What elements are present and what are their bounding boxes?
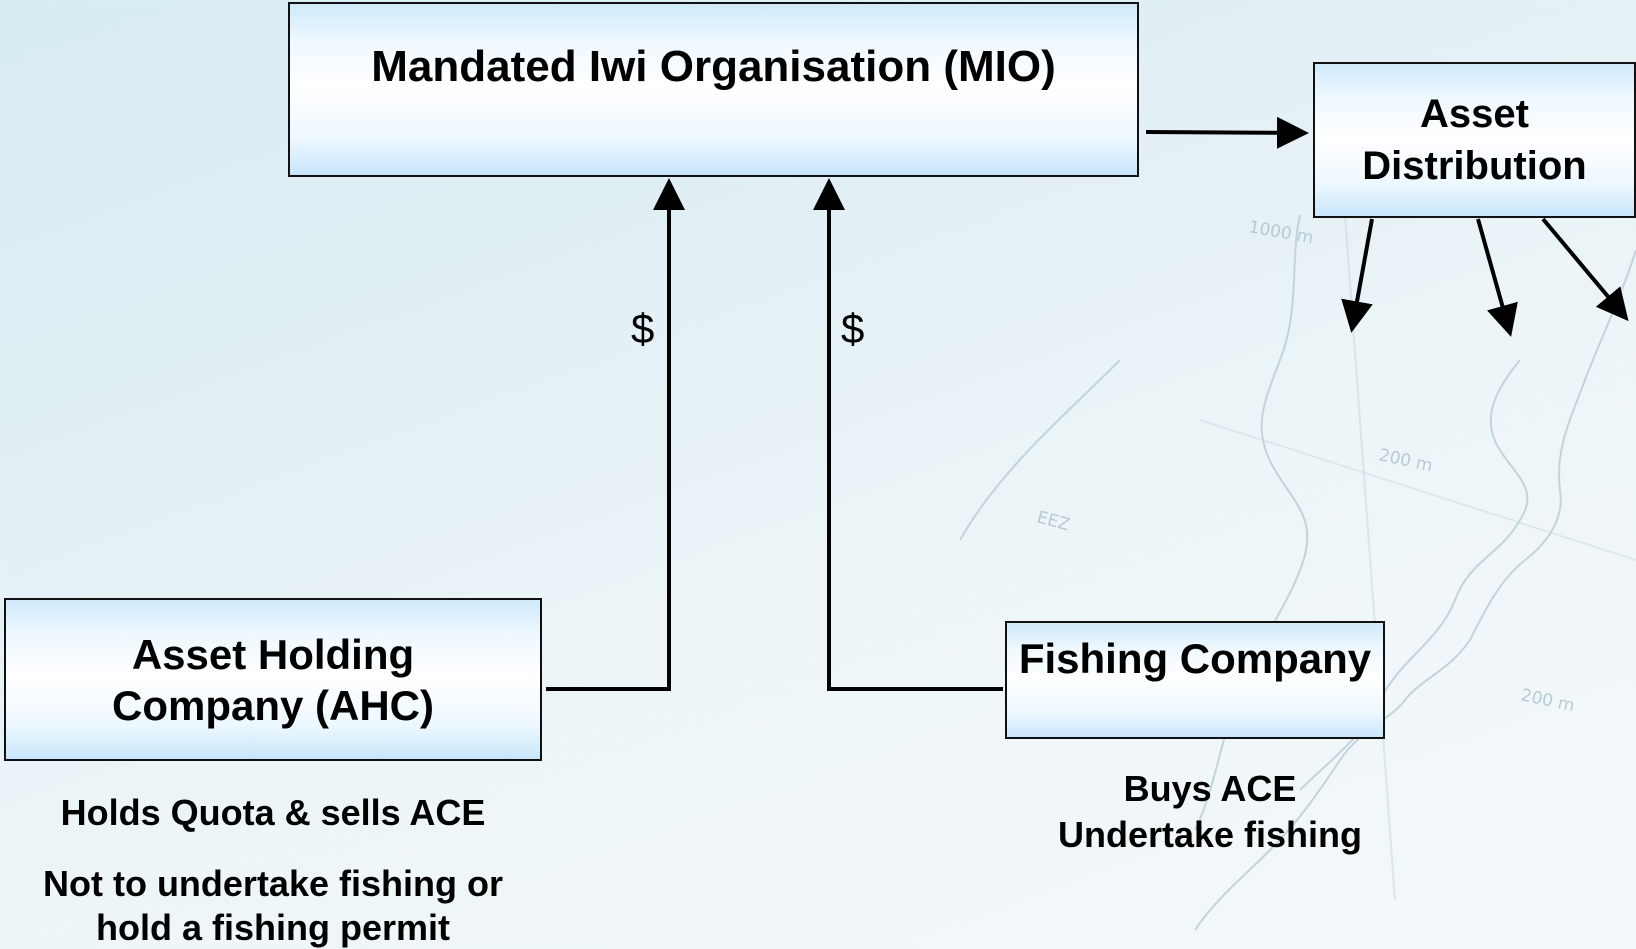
ahc-line2: Company (AHC): [112, 681, 434, 729]
fishing-company-label: Fishing Company: [1018, 635, 1372, 682]
ahc-note-quota: Holds Quota & sells ACE: [60, 792, 486, 833]
mio-to-distribution-arrow: [1145, 116, 1309, 149]
distribution-arrow-3: [1541, 217, 1629, 322]
ahc-to-mio-arrow: [546, 178, 685, 691]
ahc-note-restriction-line2: hold a fishing permit: [95, 907, 450, 948]
fishing-company-note-line1: Buys ACE: [1123, 768, 1297, 809]
fishing-to-mio-arrow: [813, 178, 1003, 691]
ahc-note-restriction-line1: Not to undertake fishing or: [42, 863, 503, 904]
ahc-flow-dollar-label: $: [631, 305, 655, 352]
asset-distribution-box: Asset Distribution: [1313, 62, 1636, 218]
fishing-flow-dollar-label: $: [841, 305, 865, 352]
fishing-company-note: Buys ACE Undertake fishing: [1005, 766, 1415, 858]
distribution-arrow-2: [1476, 218, 1518, 337]
ahc-line1: Asset Holding: [131, 630, 415, 678]
map-grid-line-2: [1199, 419, 1636, 561]
mio-label: Mandated Iwi Organisation (MIO): [371, 42, 1056, 91]
fishing-company-box: Fishing Company: [1005, 621, 1385, 739]
asset-distribution-line2: Distribution: [1362, 144, 1587, 188]
asset-distribution-line1: Asset: [1420, 92, 1529, 136]
ahc-note-restriction: Not to undertake fishing or hold a fishi…: [0, 862, 546, 949]
ahc-box: Asset Holding Company (AHC): [4, 598, 542, 761]
distribution-arrow-1: [1341, 218, 1374, 333]
fishing-company-note-line2: Undertake fishing: [1057, 814, 1363, 855]
map-eez-line: [959, 359, 1121, 541]
mio-box: Mandated Iwi Organisation (MIO): [288, 2, 1139, 177]
map-coastline: [1194, 249, 1636, 931]
